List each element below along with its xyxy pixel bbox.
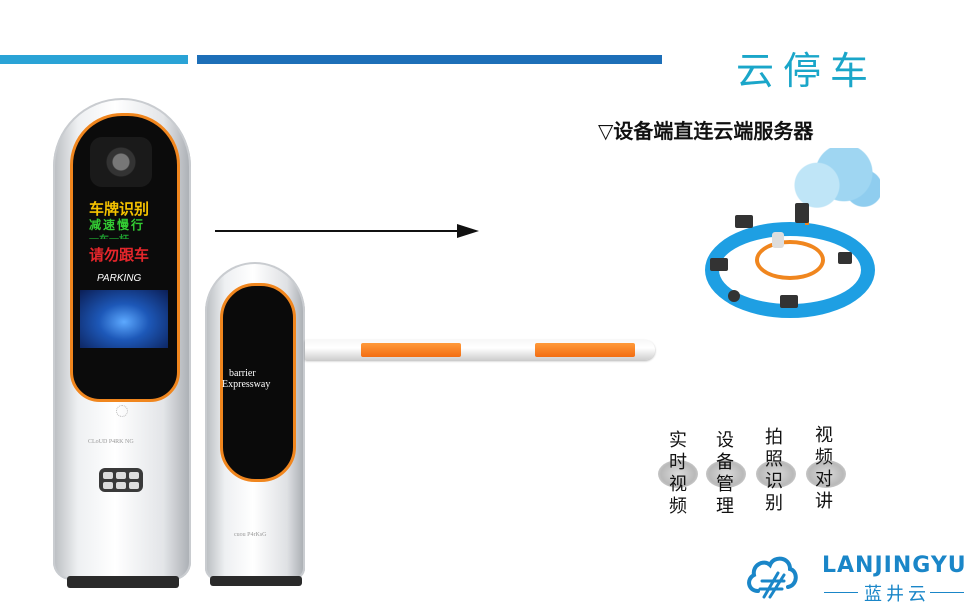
- logo-name-en: LANJINGYUN: [822, 553, 967, 578]
- kiosk-parking-label: PARKING: [97, 273, 142, 284]
- computer-icon: [735, 215, 753, 228]
- feature-ball-4: [806, 460, 846, 488]
- server-icon: [795, 203, 809, 223]
- cloud-network-icon: [790, 148, 880, 210]
- keypad-icon: [99, 468, 143, 492]
- database-icon: [772, 232, 784, 248]
- header-bar-right: [197, 55, 662, 64]
- barrier-label-1: barrier: [229, 368, 256, 379]
- logo-divider-right: [930, 592, 964, 593]
- camera-device-icon: [728, 290, 740, 302]
- kiosk-brand-text: CLoUD P4RK NG: [88, 439, 134, 445]
- kiosk-screen: [80, 290, 168, 348]
- feature-label-live-video: 实时视频: [669, 430, 687, 517]
- barrier-label-2: Expressway: [222, 379, 271, 390]
- kiosk-speaker: [116, 405, 128, 417]
- kiosk-base: [67, 576, 179, 588]
- feature-label-video-intercom: 视频对讲: [815, 425, 833, 512]
- barrier-brand-text: cuou P4rKsG: [234, 532, 267, 538]
- logo-name-cn: 蓝井云: [864, 584, 930, 605]
- camera-icon: [90, 137, 152, 187]
- laptop-icon: [780, 295, 798, 308]
- logo-divider-left: [824, 592, 858, 593]
- printer-icon: [838, 252, 852, 264]
- header-bar-left: [0, 55, 188, 64]
- page-subtitle: ▽设备端直连云端服务器: [598, 119, 814, 143]
- feature-ball-1: [658, 460, 698, 488]
- kiosk-led-line-1: 车牌识别: [89, 200, 150, 218]
- arrow-line: [215, 230, 460, 232]
- barrier-panel: [220, 283, 296, 482]
- feature-ball-3: [756, 460, 796, 488]
- kiosk-led-line-2: 减速慢行: [89, 218, 146, 232]
- barrier-base: [210, 576, 302, 586]
- network-inner-ring: [755, 240, 825, 280]
- kiosk-led-line-4: 请勿跟车: [89, 246, 150, 264]
- barrier-boom-arm: [305, 340, 655, 360]
- kiosk-led-line-3: 一车一杆: [89, 231, 157, 239]
- arrow-right-icon: [457, 224, 479, 238]
- feature-label-device-management: 设备管理: [716, 430, 734, 517]
- logo-cloud-icon: [747, 556, 798, 599]
- feature-label-photo-recognition: 拍照识别: [765, 427, 783, 514]
- tablet-icon: [710, 258, 728, 271]
- feature-ball-2: [706, 460, 746, 488]
- page-title: 云停车: [736, 49, 878, 93]
